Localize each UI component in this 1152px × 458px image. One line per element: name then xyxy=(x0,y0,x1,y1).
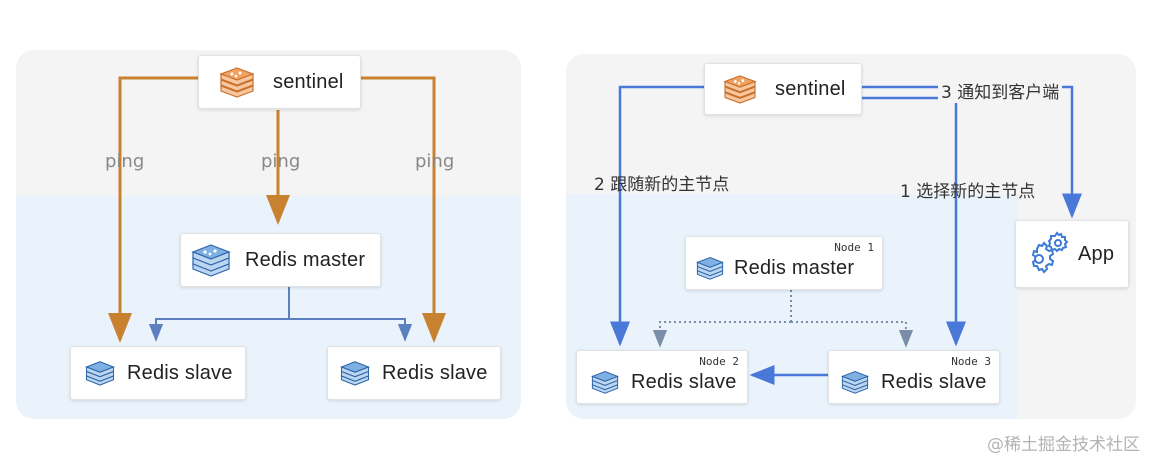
redis-stack-icon xyxy=(85,360,115,386)
node-3-tag: Node 3 xyxy=(951,355,991,368)
sentinel-redis-icon xyxy=(219,66,255,98)
step1-label: 1 选择新的主节点 xyxy=(900,182,1036,202)
left-slave-a-label: Redis slave xyxy=(127,361,233,384)
dotted-to-node3 xyxy=(791,321,914,348)
right-slave-node-2-label: Redis slave xyxy=(631,370,737,393)
right-slave-node-3-label: Redis slave xyxy=(881,370,987,393)
right-master-node: Node 1 Redis master xyxy=(685,236,883,290)
step2-line xyxy=(610,85,704,347)
node-2-tag: Node 2 xyxy=(699,355,739,368)
left-sentinel-label: sentinel xyxy=(273,70,344,93)
left-master-node: Redis master xyxy=(180,233,381,287)
left-slave-node-b: Redis slave xyxy=(327,346,501,400)
left-ping-connectors xyxy=(108,76,446,343)
left-slave-b-label: Redis slave xyxy=(382,361,488,384)
step1-line xyxy=(862,96,966,347)
redis-stack-icon xyxy=(696,256,724,280)
right-slave-node-2: Node 2 Redis slave xyxy=(576,350,748,404)
watermark: @稀土掘金技术社区 xyxy=(987,435,1140,455)
redis-stack-icon xyxy=(191,243,231,277)
ping-label-right: ping xyxy=(415,151,455,172)
ping-line-left xyxy=(108,76,198,343)
right-sentinel-label: sentinel xyxy=(775,77,846,100)
ping-line-right xyxy=(360,76,446,343)
right-dotted-connectors xyxy=(652,290,914,348)
right-master-label: Redis master xyxy=(734,256,855,279)
node-1-tag: Node 1 xyxy=(834,241,874,254)
right-sentinel-connectors xyxy=(610,85,1082,385)
sentinel-redis-icon xyxy=(723,74,757,104)
step3-label: 3 通知到客户端 xyxy=(938,78,1063,103)
replication-line-slave-a xyxy=(148,318,289,342)
redis-stack-icon xyxy=(841,370,869,394)
left-replication-connectors xyxy=(148,286,413,342)
redis-stack-icon xyxy=(591,370,619,394)
right-slave-node-3: Node 3 Redis slave xyxy=(828,350,1000,404)
app-label: App xyxy=(1078,242,1115,265)
dotted-to-node2 xyxy=(652,321,791,348)
step3-line xyxy=(862,85,1082,219)
ping-label-left: ping xyxy=(105,151,145,172)
left-slave-node-a: Redis slave xyxy=(70,346,246,400)
left-master-label: Redis master xyxy=(245,248,366,271)
app-node: App xyxy=(1015,220,1129,288)
redis-stack-icon xyxy=(340,360,370,386)
gears-icon xyxy=(1022,231,1072,277)
ping-label-center: ping xyxy=(261,151,301,172)
replication-line-slave-b xyxy=(289,318,413,342)
right-sentinel-node: sentinel xyxy=(704,63,862,115)
left-sentinel-node: sentinel xyxy=(198,55,361,109)
step2-label: 2 跟随新的主节点 xyxy=(594,175,730,195)
